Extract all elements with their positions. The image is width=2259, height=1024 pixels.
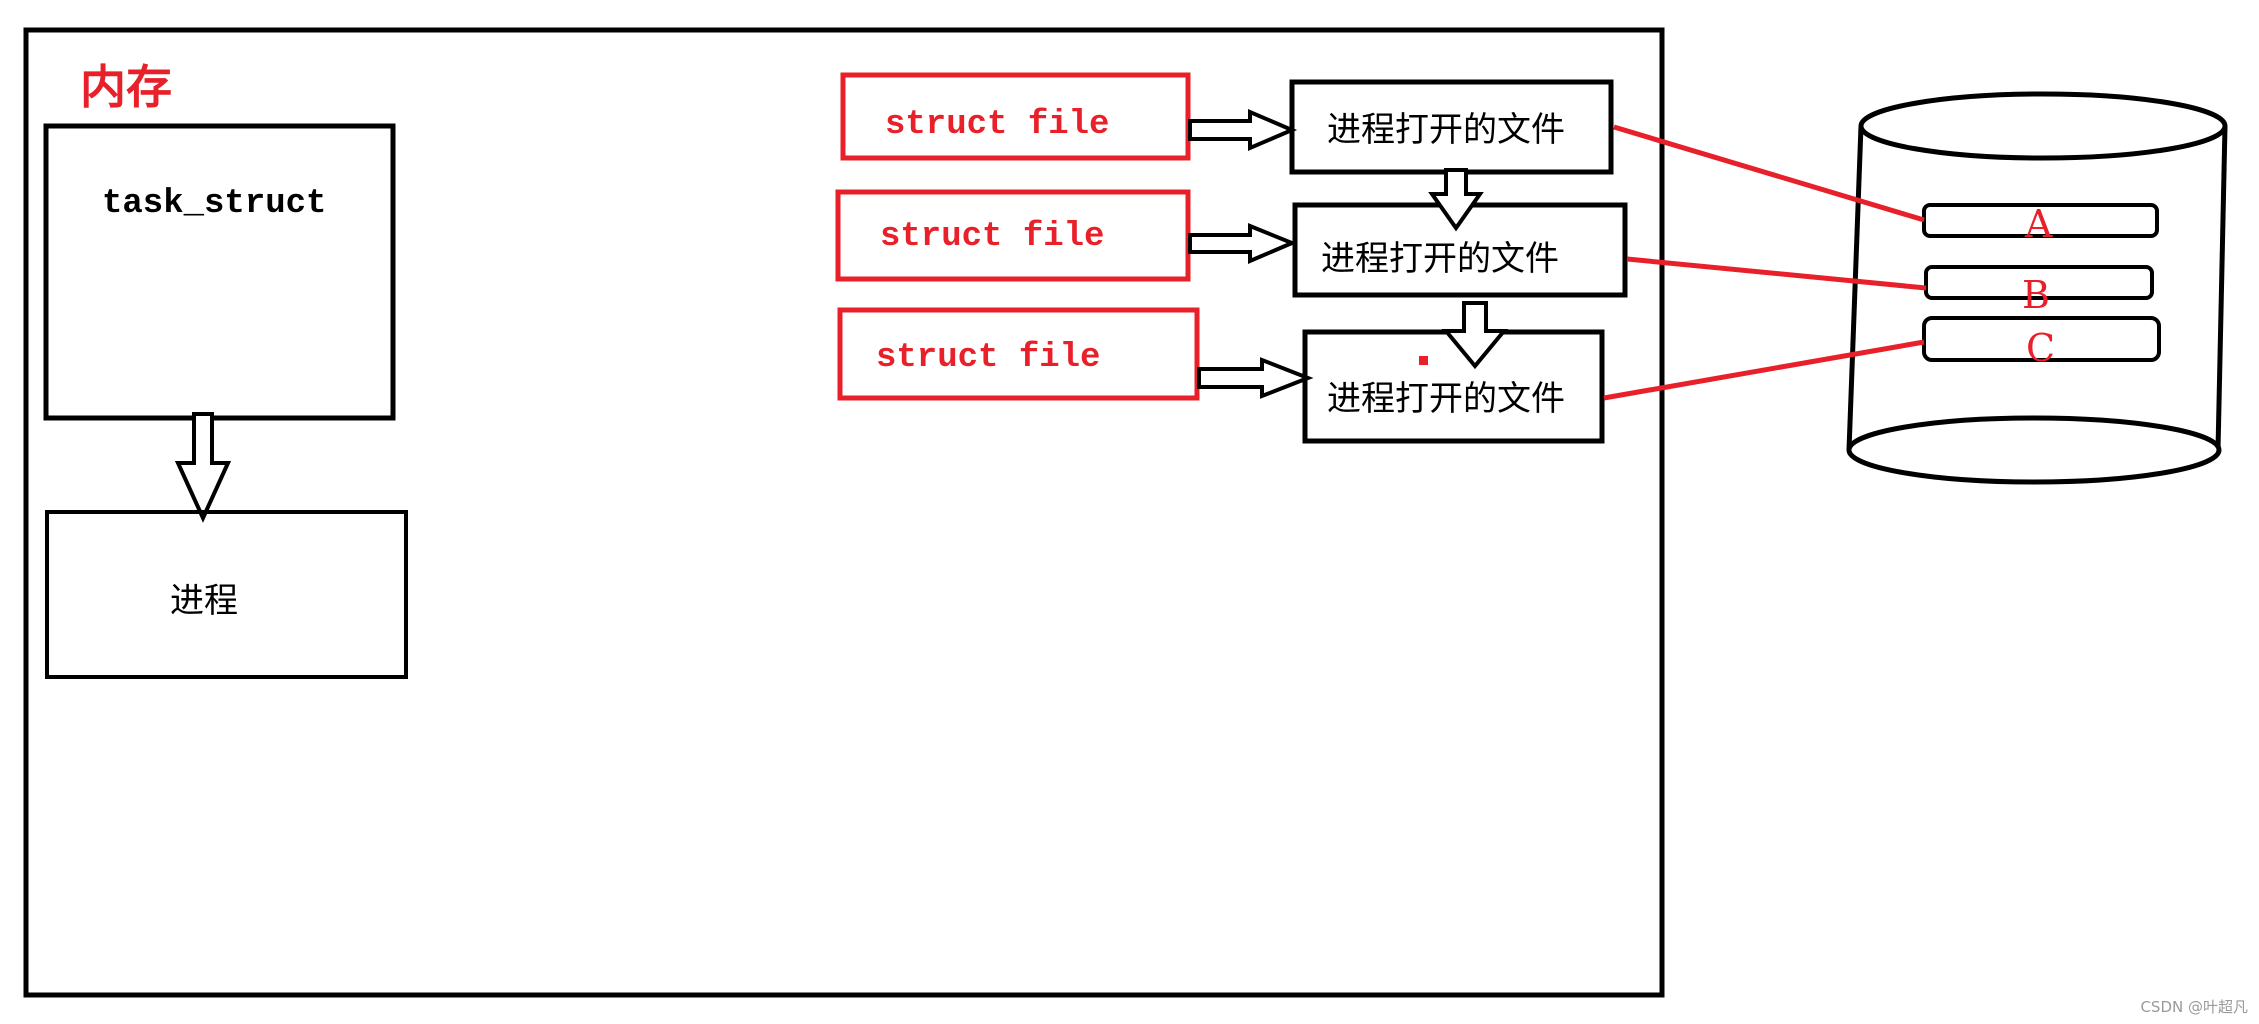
disk-file-label-b: B	[2022, 273, 2050, 317]
struct-file-box-3	[837, 307, 1200, 401]
struct-file-label-3: struct file	[876, 339, 1100, 377]
struct-to-file-arrow-3	[1197, 357, 1314, 399]
task-to-process-arrow	[174, 412, 232, 523]
task-struct-label: task_struct	[102, 185, 326, 223]
disk-cylinder	[1846, 91, 2228, 485]
file-down-arrow-1	[1428, 168, 1484, 232]
opened-file-label-3: 进程打开的文件	[1327, 379, 1565, 419]
disk-file-label-a: A	[2024, 202, 2053, 246]
file-down-arrow-2	[1441, 301, 1509, 370]
struct-to-file-arrow-2	[1188, 223, 1298, 265]
memory-title: 内存	[80, 60, 172, 114]
red-dot-mark	[1419, 356, 1428, 365]
task-struct-box	[43, 123, 396, 421]
struct-file-box-1	[840, 72, 1191, 161]
struct-to-file-arrow-1	[1188, 108, 1298, 152]
disk-file-slot-b	[1924, 265, 2154, 300]
link-file2-to-b	[1626, 256, 1927, 291]
disk-file-slot-c	[1922, 316, 2161, 362]
process-label: 进程	[170, 581, 238, 621]
link-file3-to-c	[1603, 339, 1925, 401]
struct-file-label-2: struct file	[880, 218, 1104, 256]
memory-region	[23, 27, 1665, 998]
process-box	[45, 510, 408, 679]
opened-file-label-2: 进程打开的文件	[1321, 239, 1559, 279]
disk-file-slot-a	[1922, 203, 2159, 238]
opened-file-label-1: 进程打开的文件	[1327, 110, 1565, 150]
watermark: CSDN @叶超凡	[2140, 998, 2248, 1016]
link-file1-to-a	[1613, 124, 1925, 223]
disk-file-label-c: C	[2026, 326, 2055, 370]
struct-file-label-1: struct file	[885, 106, 1109, 144]
